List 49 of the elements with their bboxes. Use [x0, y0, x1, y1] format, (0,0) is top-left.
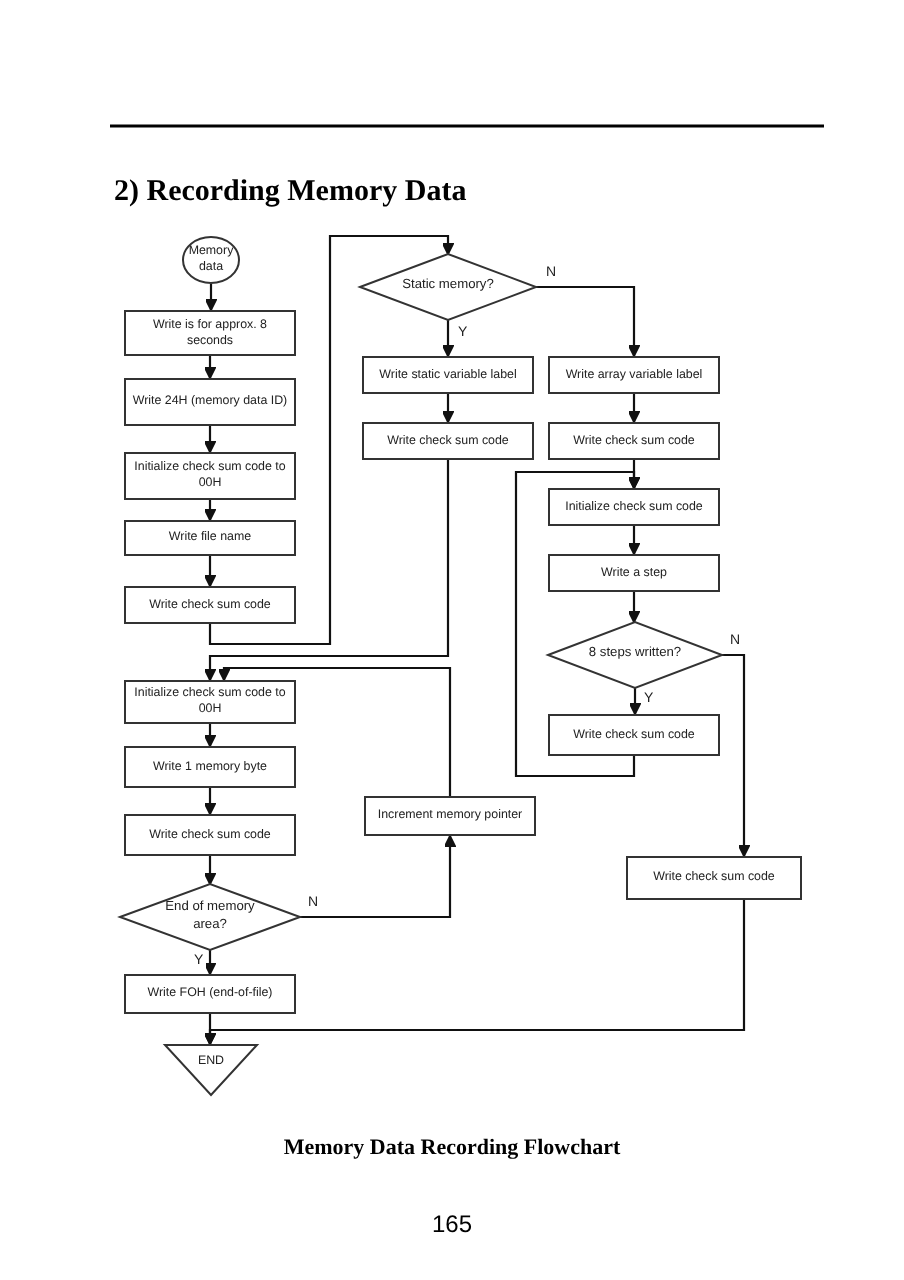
arrow — [300, 835, 457, 919]
process-box — [124, 814, 296, 856]
process-box — [548, 422, 720, 460]
arrow — [217, 666, 452, 796]
arrow — [536, 285, 641, 357]
process-box — [124, 520, 296, 556]
arrow — [203, 724, 217, 747]
caption: Memory Data Recording Flowchart — [283, 1136, 621, 1160]
arrow — [514, 470, 641, 778]
decision-diamond — [360, 254, 536, 320]
arrow — [722, 653, 751, 857]
process-box — [548, 714, 720, 756]
arrow — [203, 788, 217, 815]
process-box — [362, 422, 534, 460]
process-box — [124, 746, 296, 788]
process-box — [124, 586, 296, 624]
process-box — [124, 310, 296, 356]
process-box — [548, 488, 720, 526]
arrow — [203, 556, 217, 587]
arrow — [208, 234, 455, 646]
arrow — [627, 526, 641, 555]
arrow — [203, 356, 217, 379]
arrow — [441, 320, 455, 357]
arrow — [203, 1014, 217, 1045]
arrow — [627, 394, 641, 423]
process-box — [124, 378, 296, 426]
arrow — [203, 950, 217, 975]
process-box — [362, 356, 534, 394]
page-number: 165 — [431, 1210, 473, 1238]
end-triangle — [164, 1044, 258, 1096]
arrow — [628, 688, 642, 715]
arrow — [204, 284, 218, 311]
process-box — [548, 356, 720, 394]
start-circle — [182, 236, 240, 284]
arrow — [203, 856, 217, 885]
arrow — [203, 426, 217, 453]
arrow — [203, 500, 217, 521]
arrow — [627, 592, 641, 623]
decision-diamond — [120, 884, 300, 950]
arrow — [441, 394, 455, 423]
heading: 2) Recording Memory Data — [114, 176, 467, 210]
process-box — [124, 974, 296, 1014]
decision-diamond — [548, 622, 722, 688]
process-box — [626, 856, 802, 900]
process-box — [124, 680, 296, 724]
arrow — [203, 460, 450, 681]
process-box — [364, 796, 536, 836]
process-box — [124, 452, 296, 500]
process-box — [548, 554, 720, 592]
